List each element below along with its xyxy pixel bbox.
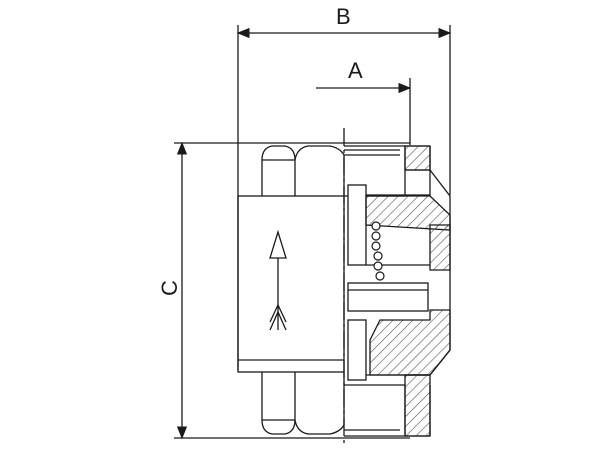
- dimension-c-label: C: [156, 280, 182, 296]
- valve-body: [237, 195, 345, 373]
- hatched-section: [365, 145, 451, 437]
- valve-disc: [347, 282, 429, 312]
- top-hex-nut: [261, 145, 296, 196]
- bottom-hex-nut: [261, 372, 296, 435]
- dimension-a-label: A: [348, 58, 363, 83]
- flow-arrow-icon: [269, 229, 287, 331]
- right-lower-thread: [344, 384, 406, 437]
- spring: [371, 221, 385, 281]
- dimension-b-label: B: [336, 4, 351, 29]
